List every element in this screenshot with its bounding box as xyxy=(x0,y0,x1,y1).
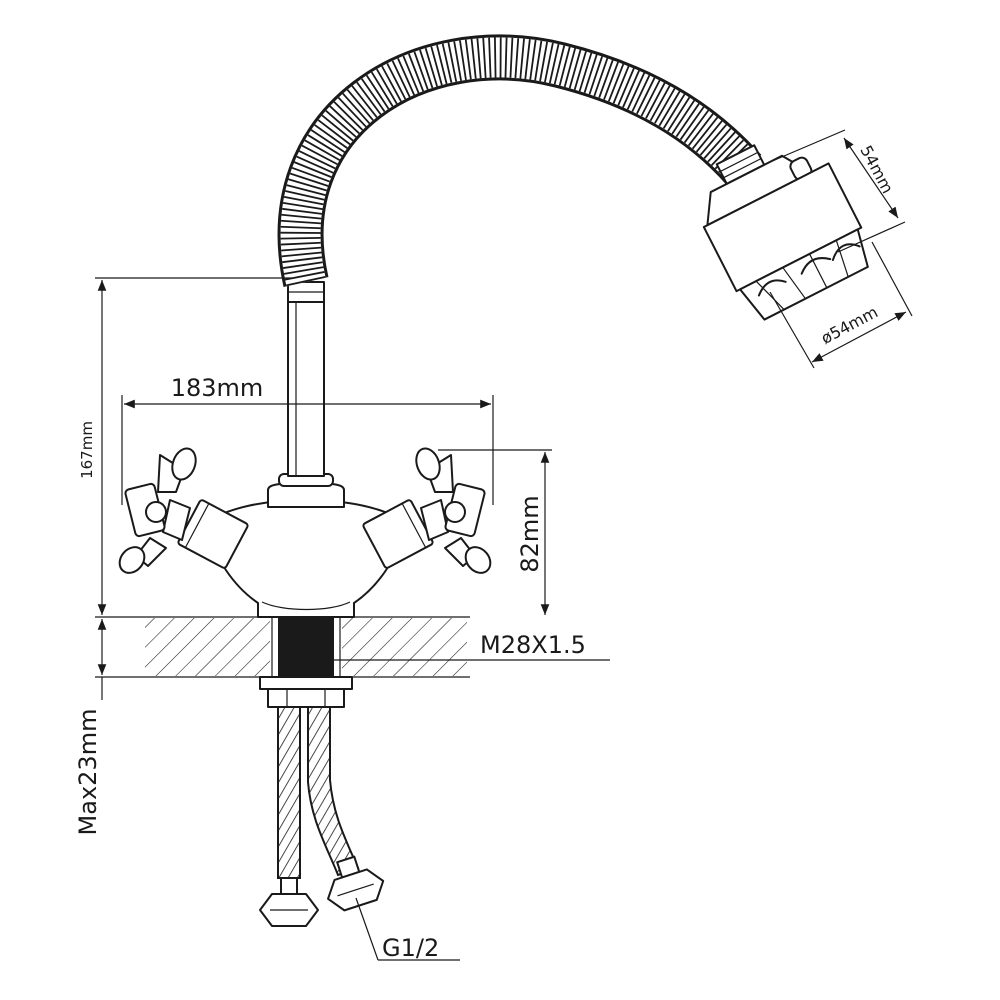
right-valve-handle xyxy=(362,447,492,574)
threaded-shank xyxy=(271,617,341,677)
dimension-connection: G1/2 xyxy=(355,897,460,962)
mounting-nut xyxy=(259,676,353,708)
head-height-label: 54mm xyxy=(856,142,897,196)
dimension-height-overall: 167mm xyxy=(78,277,292,615)
height-overall-label: 167mm xyxy=(78,421,96,479)
spout-pipe xyxy=(287,281,325,477)
hose-fitting-left xyxy=(259,877,319,927)
width-label: 183mm xyxy=(171,374,264,402)
max-thickness-label: Max23mm xyxy=(74,709,102,836)
dimension-width: 183mm xyxy=(121,374,494,505)
shower-head xyxy=(702,144,869,321)
body-height-label: 82mm xyxy=(516,495,544,572)
hose-fitting-right xyxy=(327,855,385,912)
head-diameter-label: ø54mm xyxy=(818,302,881,348)
flexible-hose xyxy=(277,34,762,287)
dimension-height-body: 82mm xyxy=(438,449,552,615)
left-valve-handle xyxy=(118,447,249,574)
supply-hoses xyxy=(277,706,360,879)
connection-label: G1/2 xyxy=(382,934,439,962)
spout-collar xyxy=(267,473,345,508)
thread-label: M28X1.5 xyxy=(480,631,586,659)
dimension-max-thickness: Max23mm xyxy=(74,619,107,836)
dimension-thread: M28X1.5 xyxy=(332,631,610,661)
